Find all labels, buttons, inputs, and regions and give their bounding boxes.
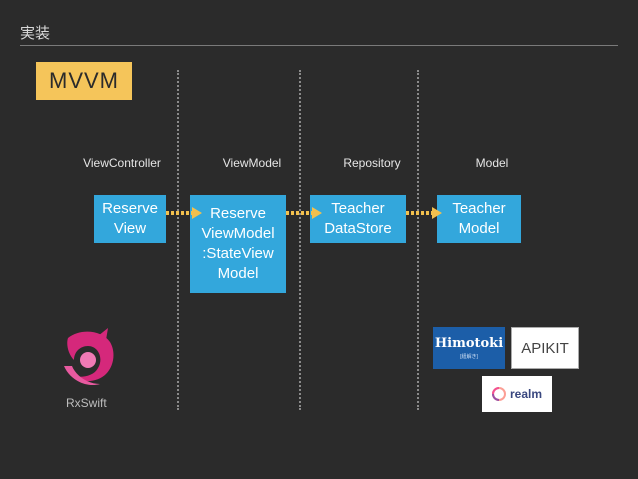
column-label-viewmodel: ViewModel	[222, 156, 282, 170]
box-line: DataStore	[324, 220, 392, 237]
teacher-model-box: Teacher Model	[437, 195, 521, 243]
column-label-repository: Repository	[343, 156, 401, 170]
reserve-view-box: Reserve View	[94, 195, 166, 243]
apikit-logo-icon: APIKIT	[511, 327, 579, 369]
mvvm-badge: MVVM	[36, 62, 132, 100]
himotoki-sub: [紐解き]	[460, 354, 478, 360]
rxswift-label: RxSwift	[66, 396, 107, 410]
rxswift-logo-icon	[64, 328, 114, 386]
box-line: Teacher	[452, 200, 506, 217]
realm-name: realm	[509, 387, 543, 401]
slide-title: 実装	[20, 24, 51, 42]
box-line: ViewModel	[201, 225, 275, 242]
teacher-datastore-box: Teacher DataStore	[310, 195, 406, 243]
realm-mark-icon	[491, 387, 506, 401]
box-line: Model	[458, 220, 500, 237]
himotoki-name: Himotoki	[434, 336, 504, 351]
column-label-viewcontroller: ViewController	[83, 156, 161, 170]
box-line: View	[113, 220, 147, 237]
box-line: Reserve	[210, 205, 266, 222]
box-line: Model	[217, 265, 259, 282]
column-divider	[299, 70, 301, 410]
box-line: Reserve	[102, 200, 158, 217]
column-label-model: Model	[475, 156, 509, 170]
arrow-right-icon	[166, 207, 202, 219]
realm-logo-icon: realm	[482, 376, 552, 412]
column-divider	[417, 70, 419, 410]
box-line: Teacher	[331, 200, 385, 217]
arrow-right-icon	[406, 207, 442, 219]
box-line: :StateView	[202, 245, 274, 262]
column-divider	[177, 70, 179, 410]
title-divider	[20, 45, 618, 46]
arrow-right-icon	[286, 207, 322, 219]
reserve-viewmodel-box: Reserve ViewModel :StateView Model	[190, 195, 286, 293]
himotoki-logo-icon: Himotoki [紐解き]	[433, 327, 505, 369]
